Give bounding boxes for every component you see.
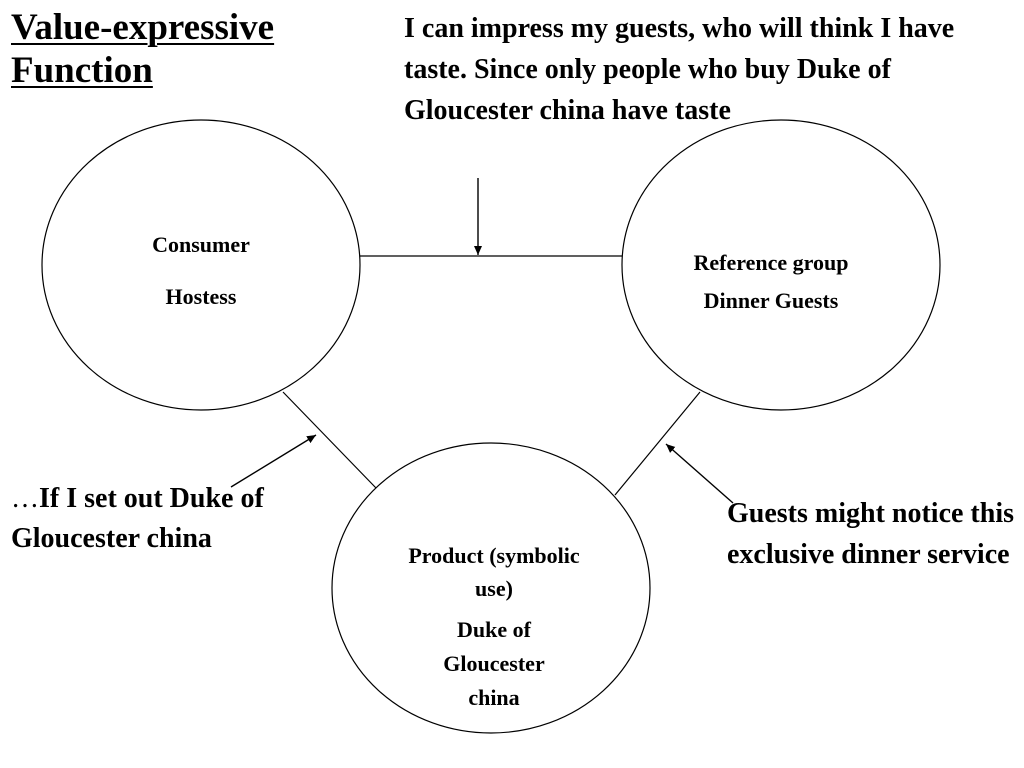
consumer-product-connector	[282, 391, 377, 489]
product-example: Duke of Gloucester china	[443, 617, 545, 710]
consumer-node-label: Consumer Hostess	[101, 232, 301, 310]
consumer-example: Hostess	[165, 284, 237, 309]
page-title: Value-expressive Function	[11, 6, 351, 92]
consumer-role: Consumer	[152, 232, 250, 257]
right-annotation: Guests might notice this exclusive dinne…	[727, 498, 1014, 570]
left-annotation: …If I set out Duke of Gloucester china	[11, 479, 311, 559]
reference-group-node-label: Reference group Dinner Guests	[661, 250, 881, 314]
product-node-circle	[331, 442, 651, 734]
left-annotation-arrow	[230, 434, 317, 488]
reference-group-example: Dinner Guests	[703, 288, 839, 313]
left-annotation-text: If I set out Duke of Gloucester china	[11, 483, 264, 554]
left-annotation-ellipsis: …	[11, 483, 39, 514]
page-title-line1: Value-expressive	[11, 7, 275, 48]
consumer-node-circle	[41, 119, 361, 411]
right-annotation-arrow	[665, 443, 734, 504]
page-title-line2: Function	[11, 50, 153, 91]
reference-group-role: Reference group	[693, 250, 849, 275]
product-node-label: Product (symbolic use) Duke of Glouceste…	[404, 539, 584, 715]
reference-group-node-circle	[621, 119, 941, 411]
product-role: Product (symbolic use)	[408, 543, 580, 601]
reference-product-connector	[614, 391, 701, 496]
top-annotation: I can impress my guests, who will think …	[404, 13, 955, 126]
